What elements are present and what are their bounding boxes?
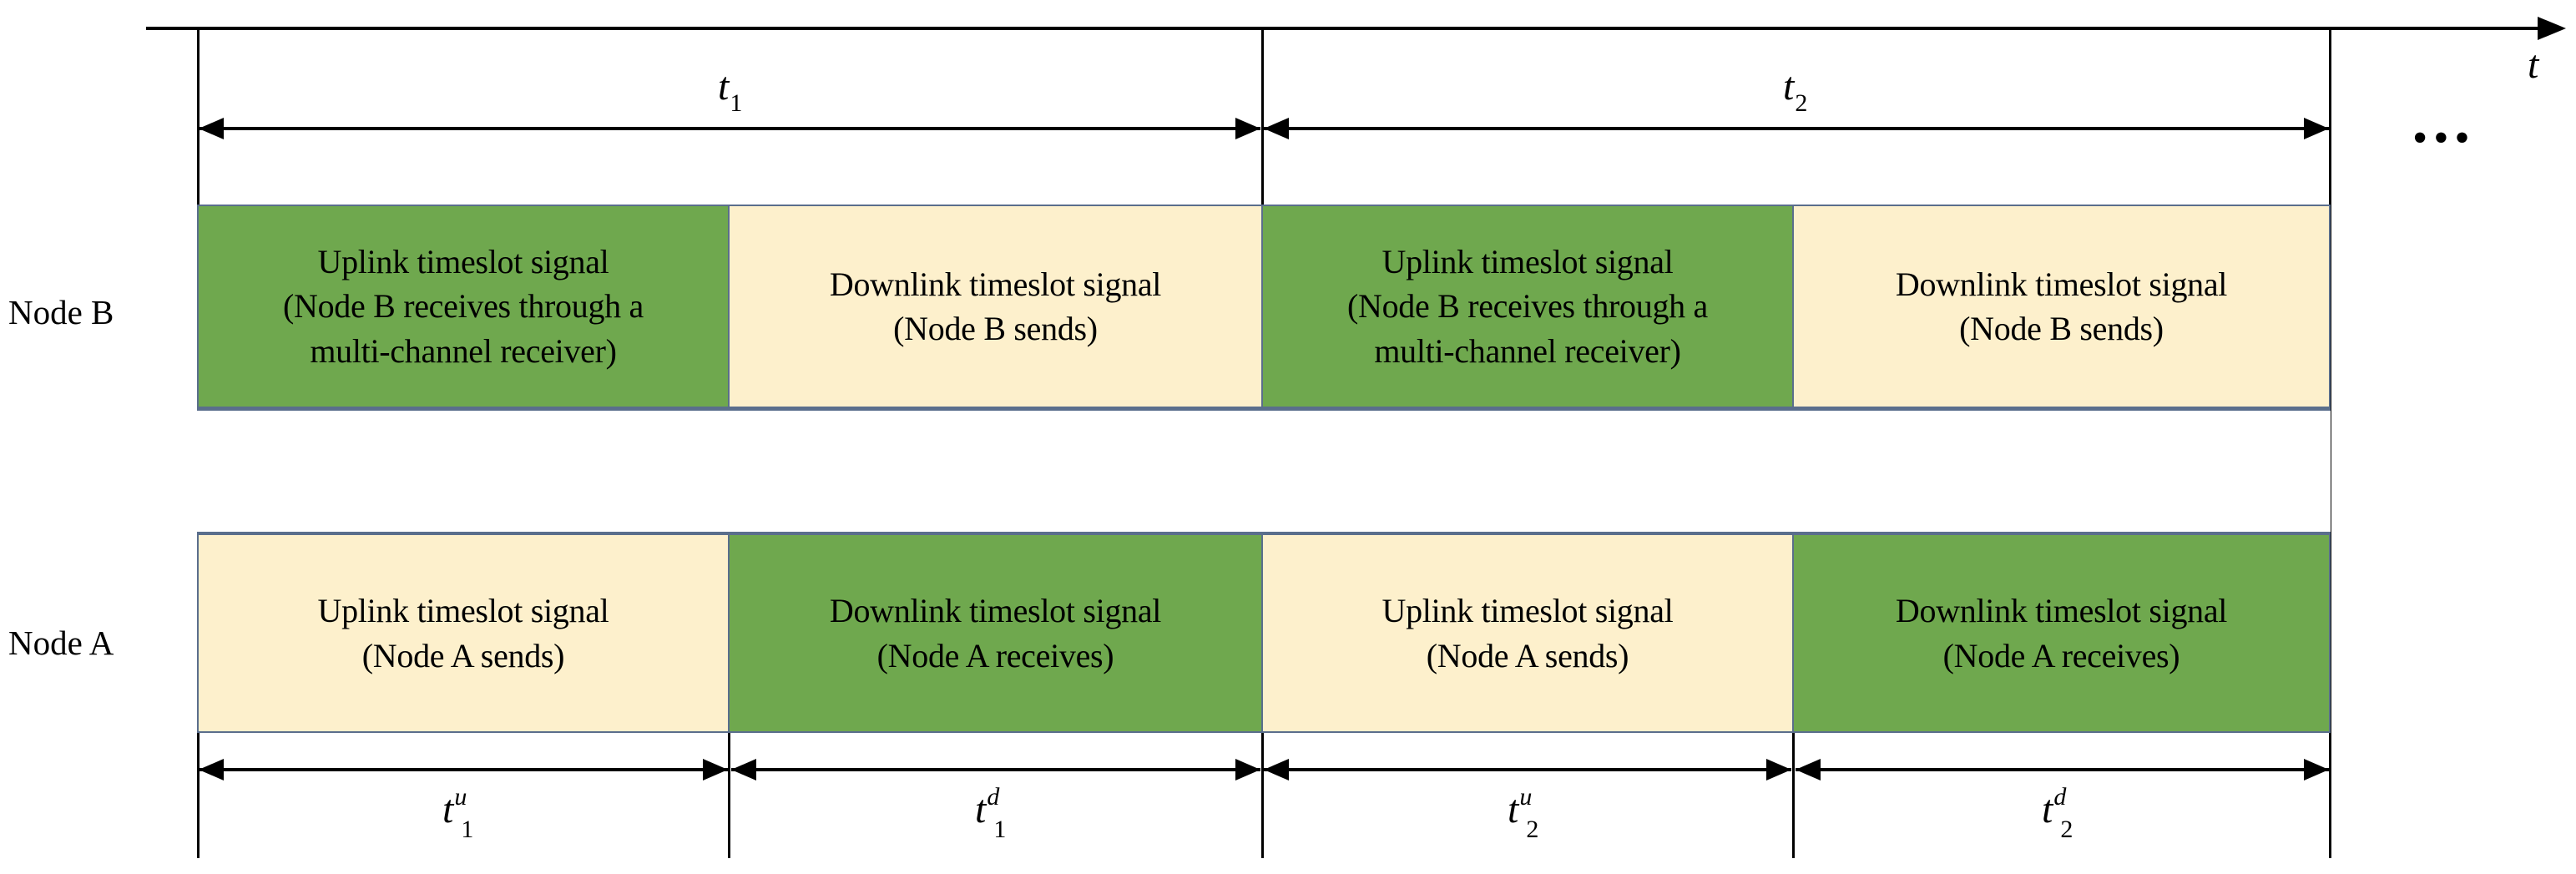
node-a-block-3-text: Uplink timeslot signal (Node A sends) bbox=[1381, 592, 1674, 674]
row-label-node-a: Node A bbox=[8, 624, 114, 662]
node-a-block-3: Uplink timeslot signal (Node A sends) bbox=[1261, 533, 1794, 733]
arrow-shaft bbox=[1264, 768, 1791, 771]
node-b-block-1-text: Uplink timeslot signal (Node B receives … bbox=[282, 243, 644, 370]
slot-label-t1d-sub: 1 bbox=[993, 816, 1007, 843]
time-axis-label: t bbox=[2528, 43, 2539, 87]
frame-arrow-t1 bbox=[199, 117, 1260, 140]
arrow-shaft bbox=[199, 127, 1260, 130]
slot-label-t1d-base: t bbox=[975, 787, 987, 831]
time-axis-line bbox=[146, 27, 2546, 30]
arrowhead-right-icon bbox=[2304, 118, 2329, 139]
node-b-block-2-text: Downlink timeslot signal (Node B sends) bbox=[829, 265, 1162, 347]
slot-arrow-t1d bbox=[731, 758, 1260, 781]
slot-label-t1d: td 1 bbox=[975, 783, 1011, 843]
frame-arrow-t2 bbox=[1264, 117, 2329, 140]
node-a-block-1-text: Uplink timeslot signal (Node A sends) bbox=[317, 592, 609, 674]
tick-line-4 bbox=[1792, 733, 1795, 858]
frame-label-t1-base: t bbox=[718, 64, 730, 109]
slot-label-t1d-sup: d bbox=[987, 783, 1000, 811]
node-b-block-3: Uplink timeslot signal (Node B receives … bbox=[1261, 205, 1794, 408]
slot-arrow-t2u bbox=[1264, 758, 1791, 781]
slot-label-t2u-sub: 2 bbox=[1526, 816, 1539, 843]
tick-line-5 bbox=[2329, 733, 2331, 858]
node-a-block-4: Downlink timeslot signal (Node A receive… bbox=[1792, 533, 2331, 733]
axis-continuation-ellipsis: ••• bbox=[2412, 114, 2476, 162]
frame-label-t2-base: t bbox=[1783, 64, 1795, 109]
frame-label-t2-sub: 2 bbox=[1795, 89, 1808, 117]
arrowhead-right-icon bbox=[1235, 759, 1260, 781]
node-b-block-1: Uplink timeslot signal (Node B receives … bbox=[197, 205, 730, 408]
node-a-block-2: Downlink timeslot signal (Node A receive… bbox=[728, 533, 1263, 733]
frame-label-t1-sub: 1 bbox=[730, 89, 743, 117]
slot-label-t2d: td 2 bbox=[2042, 783, 2078, 843]
slot-label-t2d-base: t bbox=[2042, 787, 2053, 831]
row-label-node-b: Node B bbox=[8, 293, 114, 331]
node-b-block-4: Downlink timeslot signal (Node B sends) bbox=[1792, 205, 2331, 408]
arrow-shaft bbox=[731, 768, 1260, 771]
separator-row bbox=[197, 408, 2331, 534]
tick-line-3 bbox=[1261, 733, 1264, 858]
slot-arrow-t2d bbox=[1796, 758, 2329, 781]
arrow-shaft bbox=[199, 768, 728, 771]
slot-arrow-t1u bbox=[199, 758, 728, 781]
arrow-shaft bbox=[1796, 768, 2329, 771]
slot-label-t2d-sup: d bbox=[2053, 783, 2067, 811]
slot-label-t1u-sup: u bbox=[454, 783, 467, 811]
slot-label-t2d-sub: 2 bbox=[2060, 816, 2073, 843]
node-a-block-4-text: Downlink timeslot signal (Node A receive… bbox=[1895, 592, 2228, 674]
arrowhead-right-icon bbox=[2304, 759, 2329, 781]
time-axis-arrowhead-icon bbox=[2538, 17, 2566, 40]
node-b-block-4-text: Downlink timeslot signal (Node B sends) bbox=[1895, 265, 2228, 347]
slot-label-t2u: tu 2 bbox=[1508, 783, 1543, 843]
arrowhead-right-icon bbox=[1766, 759, 1791, 781]
frame-label-t1: t1 bbox=[718, 63, 742, 117]
slot-label-t1u-sub: 1 bbox=[461, 816, 474, 843]
node-b-block-2: Downlink timeslot signal (Node B sends) bbox=[728, 205, 1263, 408]
slot-label-t2u-base: t bbox=[1508, 787, 1519, 831]
tick-line-2 bbox=[728, 733, 730, 858]
tick-line-1 bbox=[197, 733, 200, 858]
slot-label-t1u: tu 1 bbox=[442, 783, 478, 843]
arrow-shaft bbox=[1264, 127, 2329, 130]
frame-label-t2: t2 bbox=[1783, 63, 1807, 117]
slot-label-t2u-sup: u bbox=[1519, 783, 1533, 811]
arrowhead-right-icon bbox=[1235, 118, 1260, 139]
slot-label-t1u-base: t bbox=[442, 787, 454, 831]
arrowhead-right-icon bbox=[703, 759, 728, 781]
node-b-block-3-text: Uplink timeslot signal (Node B receives … bbox=[1346, 243, 1709, 370]
node-a-block-2-text: Downlink timeslot signal (Node A receive… bbox=[829, 592, 1162, 674]
node-a-block-1: Uplink timeslot signal (Node A sends) bbox=[197, 533, 730, 733]
